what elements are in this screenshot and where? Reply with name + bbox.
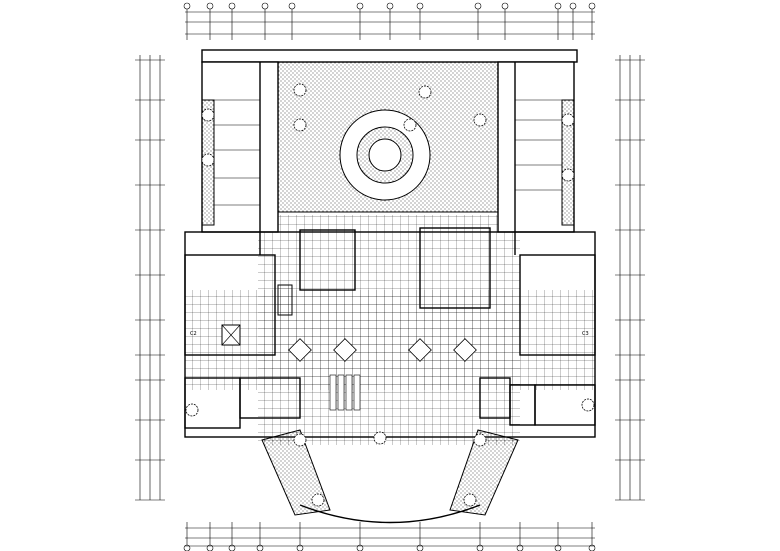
axis-marker — [206, 2, 214, 10]
axis-marker — [569, 2, 577, 10]
right-hall-room — [419, 227, 491, 309]
tree-symbol — [473, 113, 487, 127]
display-table — [337, 374, 345, 411]
tree-symbol — [201, 153, 215, 167]
seating-group — [288, 338, 312, 362]
tree-symbol — [473, 433, 487, 447]
axis-marker — [228, 2, 236, 10]
tree-symbol — [373, 431, 387, 445]
axis-marker — [288, 2, 296, 10]
lower-left-office — [239, 377, 301, 419]
axis-marker — [554, 2, 562, 10]
tree-symbol — [463, 493, 477, 507]
axis-marker — [356, 2, 364, 10]
right-wing — [497, 61, 575, 233]
tree-symbol — [403, 118, 417, 132]
tree-symbol — [201, 108, 215, 122]
outer-boundary — [184, 231, 596, 438]
entrance-arc — [299, 504, 481, 524]
window-label-left: C2 — [190, 331, 197, 337]
left-entrance-wing — [261, 429, 331, 516]
garden-centre — [368, 138, 402, 172]
window-label-right: C3 — [582, 331, 589, 337]
top-corridor-wall — [201, 49, 578, 63]
staircase — [277, 284, 293, 316]
hall-furniture — [221, 284, 477, 411]
tree-symbol — [293, 83, 307, 97]
side-dimension-lines — [135, 55, 645, 501]
tree-symbol — [293, 118, 307, 132]
display-table — [329, 374, 337, 411]
top-dimension-lines — [183, 2, 596, 40]
seating-group — [333, 338, 357, 362]
seating-group — [408, 338, 432, 362]
right-planting-strip — [561, 99, 575, 226]
axis-marker — [588, 2, 596, 10]
tree-symbol — [311, 493, 325, 507]
axis-marker — [183, 2, 191, 10]
axis-marker — [386, 2, 394, 10]
trees — [185, 83, 595, 507]
axis-marker — [416, 2, 424, 10]
tree-symbol — [418, 85, 432, 99]
right-entrance-wing — [449, 429, 519, 516]
tree-symbol — [185, 403, 199, 417]
tree-symbol — [561, 113, 575, 127]
left-hall-room — [299, 229, 356, 291]
tree-symbol — [561, 168, 575, 182]
axis-marker — [501, 2, 509, 10]
display-table — [353, 374, 361, 411]
bottom-dimension-lines — [183, 522, 596, 551]
display-table — [345, 374, 353, 411]
tree-symbol — [581, 398, 595, 412]
elevator-cross — [221, 324, 241, 346]
axis-marker — [474, 2, 482, 10]
seating-group — [453, 338, 477, 362]
front-paving — [185, 290, 595, 390]
tree-symbol — [293, 433, 307, 447]
axis-marker — [261, 2, 269, 10]
